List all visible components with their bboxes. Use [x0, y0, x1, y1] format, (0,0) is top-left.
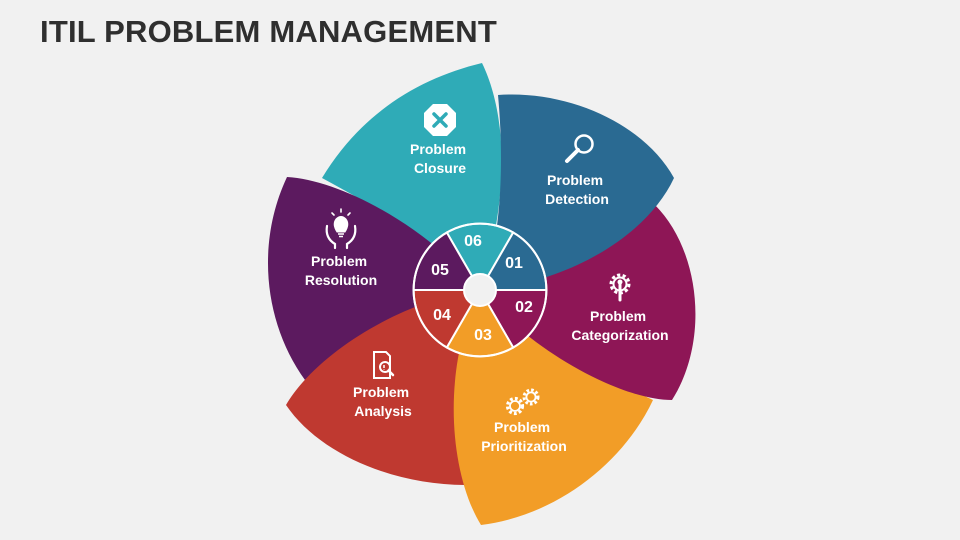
step-number-02: 02 [515, 299, 533, 316]
step-number-03: 03 [474, 327, 492, 344]
label-detection: Problem Detection [545, 172, 609, 207]
page-title: ITIL PROBLEM MANAGEMENT [40, 14, 497, 49]
step-number-06: 06 [464, 233, 482, 250]
label-resolution: Problem Resolution [305, 253, 377, 288]
label-categorization: Problem Categorization [571, 308, 668, 343]
close-octagon-icon [424, 104, 456, 136]
lightbulb-hands-icon [325, 208, 357, 250]
petal-categorization [480, 205, 696, 400]
document-search-icon [373, 351, 395, 379]
petal-resolution [267, 177, 480, 380]
step-number-01: 01 [505, 255, 523, 272]
center-ring [412, 222, 548, 358]
petal-detection [480, 94, 674, 291]
gear-wrench-icon [609, 273, 631, 302]
step-number-04: 04 [433, 307, 451, 324]
label-closure: Problem Closure [410, 141, 470, 176]
magnifier-icon [565, 134, 594, 163]
label-prioritization: Problem Prioritization [481, 419, 567, 454]
petal-analysis [286, 290, 480, 485]
step-number-05: 05 [431, 262, 449, 279]
center-hub [463, 273, 497, 307]
label-analysis: Problem Analysis [353, 384, 413, 419]
gears-icon [505, 388, 540, 416]
